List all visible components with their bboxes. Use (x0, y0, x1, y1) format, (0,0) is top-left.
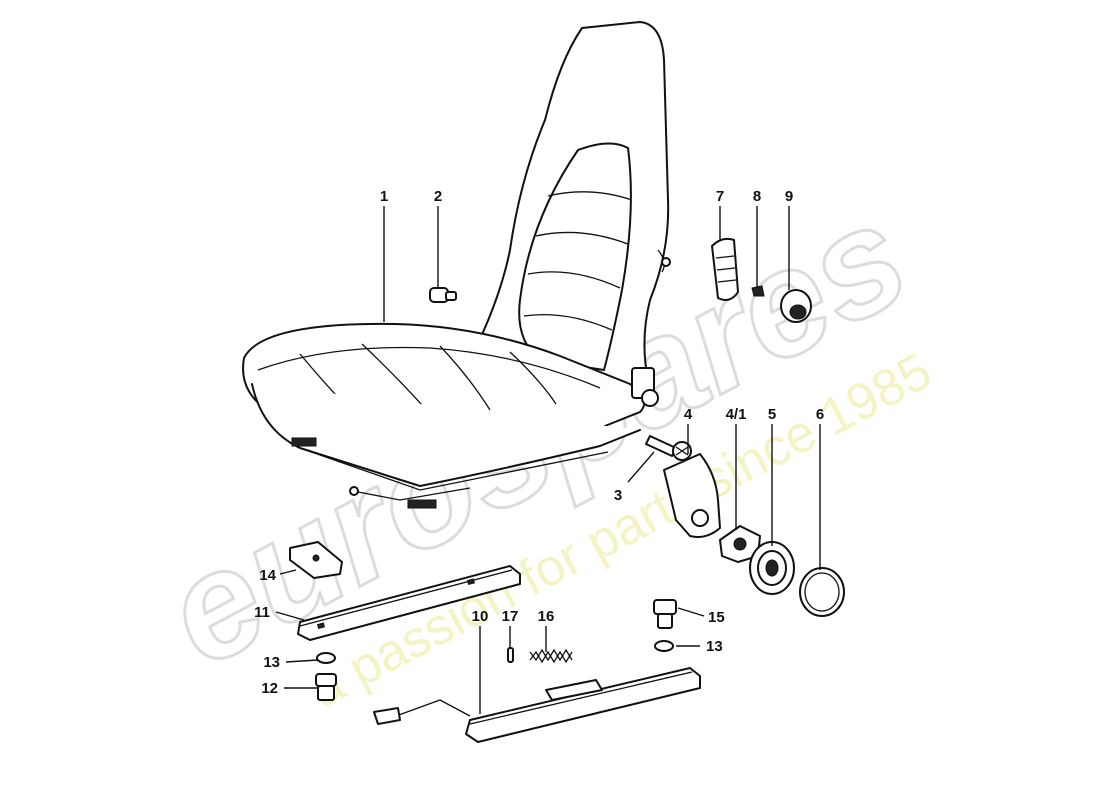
callout-2: 2 (434, 188, 442, 205)
callout-6: 6 (816, 406, 824, 423)
callout-8: 8 (753, 188, 761, 205)
callout-13-right: 13 (706, 638, 723, 655)
callout-5: 5 (768, 406, 776, 423)
part-3-screw (645, 435, 692, 461)
part-6-cap (799, 567, 845, 617)
callout-1: 1 (380, 188, 388, 205)
callout-13-left: 13 (263, 654, 280, 671)
callout-14: 14 (259, 567, 276, 584)
callout-12: 12 (261, 680, 278, 697)
callout-16: 16 (538, 608, 555, 625)
part-13-washer-right (654, 640, 674, 652)
part-15-bolt (653, 599, 677, 629)
callout-17: 17 (502, 608, 519, 625)
callout-10: 10 (472, 608, 489, 625)
callout-4-1: 4/1 (726, 406, 747, 423)
callout-labels: 1 2 3 4 4/1 5 6 7 8 9 10 11 12 13 13 14 … (254, 188, 824, 697)
callout-4: 4 (684, 406, 693, 423)
callout-7: 7 (716, 188, 724, 205)
part-5-knob (749, 541, 795, 595)
seat-assembly (242, 21, 671, 509)
part-13-washer-left (316, 652, 336, 664)
callout-11: 11 (254, 604, 270, 621)
seat-backrest-panel (518, 142, 632, 371)
part-2-plug (429, 287, 457, 303)
part-8-clip (751, 285, 765, 297)
leader-lines (275, 206, 821, 714)
callout-3: 3 (614, 487, 622, 504)
part-17-pin (507, 647, 514, 663)
part-9-rosette (780, 289, 812, 323)
part-11-rail (297, 565, 521, 641)
callout-9: 9 (785, 188, 793, 205)
callout-15: 15 (708, 609, 725, 626)
part-12-bolt (315, 673, 337, 701)
part-16-spring (529, 648, 573, 664)
part-10-slide (373, 667, 701, 743)
